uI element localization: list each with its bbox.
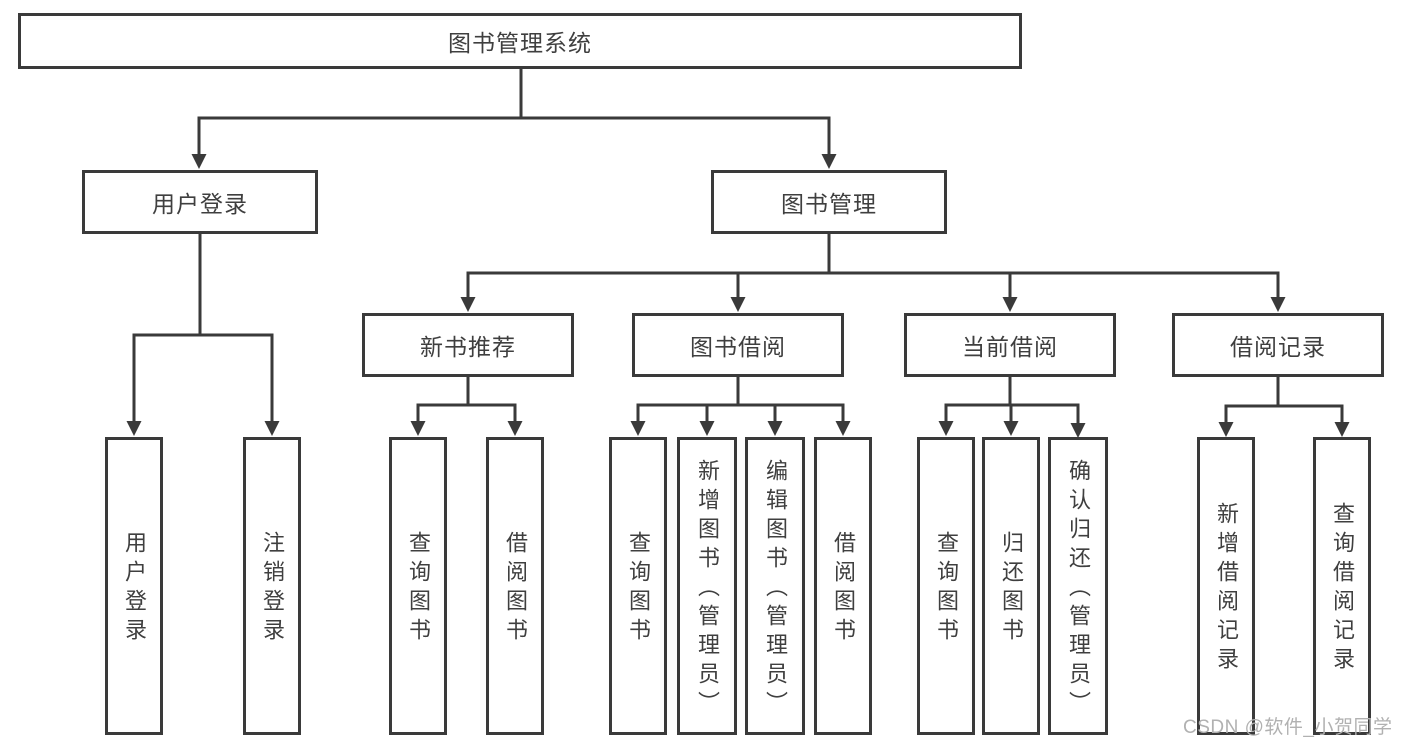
leaf-add-borrow-record: 新增借阅记录 bbox=[1197, 437, 1255, 735]
node-current-borrow: 当前借阅 bbox=[904, 313, 1116, 377]
leaf-query-books: 查询图书 bbox=[389, 437, 447, 735]
node-borrow-records: 借阅记录 bbox=[1172, 313, 1384, 377]
node-label: 图书管理系统 bbox=[448, 30, 592, 56]
node-user-login: 用户登录 bbox=[82, 170, 318, 234]
node-library-management-system: 图书管理系统 bbox=[18, 13, 1022, 69]
node-book-borrow: 图书借阅 bbox=[632, 313, 844, 377]
node-label: 当前借阅 bbox=[962, 334, 1058, 360]
leaf-return-books: 归还图书 bbox=[982, 437, 1040, 735]
leaf-user-login: 用户登录 bbox=[105, 437, 163, 735]
leaf-borrow-books-2: 借阅图书 bbox=[814, 437, 872, 735]
leaf-query-books-3: 查询图书 bbox=[917, 437, 975, 735]
node-label: 新书推荐 bbox=[420, 334, 516, 360]
node-label: 图书管理 bbox=[781, 191, 877, 217]
leaf-borrow-books: 借阅图书 bbox=[486, 437, 544, 735]
csdn-watermark: CSDN @软件_小贺同学 bbox=[1183, 717, 1393, 738]
node-label: 用户登录 bbox=[152, 191, 248, 217]
leaf-query-books-2: 查询图书 bbox=[609, 437, 667, 735]
leaf-add-books-admin: 新增图书（管理员） bbox=[677, 437, 737, 735]
node-book-management: 图书管理 bbox=[711, 170, 947, 234]
node-label: 图书借阅 bbox=[690, 334, 786, 360]
node-label: 借阅记录 bbox=[1230, 334, 1326, 360]
leaf-edit-books-admin: 编辑图书（管理员） bbox=[745, 437, 805, 735]
leaf-confirm-return-admin: 确认归还（管理员） bbox=[1048, 437, 1108, 735]
leaf-query-borrow-record: 查询借阅记录 bbox=[1313, 437, 1371, 735]
leaf-logout: 注销登录 bbox=[243, 437, 301, 735]
node-new-book-recommend: 新书推荐 bbox=[362, 313, 574, 377]
